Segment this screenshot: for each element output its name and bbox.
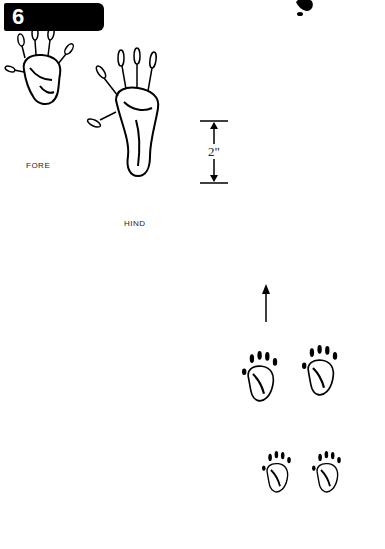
dimension-bar <box>200 121 228 183</box>
track-pattern <box>242 345 341 492</box>
section-number: 6 <box>12 6 24 28</box>
direction-arrow <box>262 284 270 322</box>
header-box: 6 <box>4 3 104 31</box>
part-label: HIND <box>124 220 146 228</box>
partial-print <box>296 0 313 16</box>
hind-foot-print <box>86 48 158 176</box>
dimension-label: 2" <box>207 144 221 159</box>
fore-foot-print <box>4 26 74 104</box>
part-label: FORE <box>26 162 50 170</box>
